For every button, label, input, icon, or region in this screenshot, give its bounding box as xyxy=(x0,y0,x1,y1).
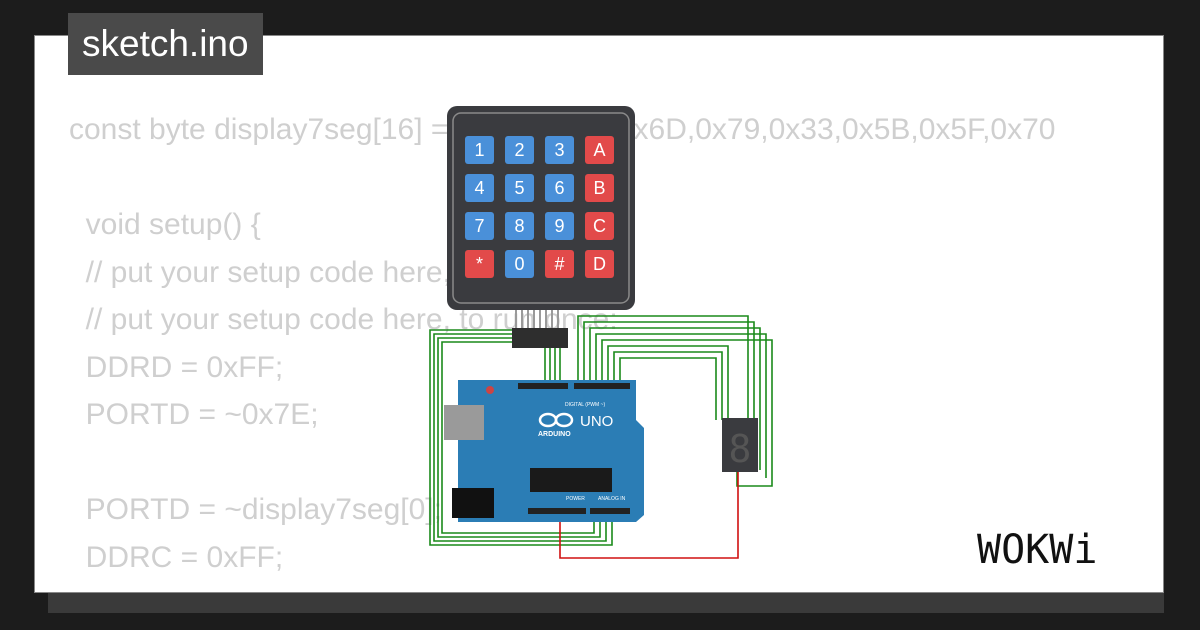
keypad-key-label: D xyxy=(593,254,606,274)
power-wire xyxy=(559,470,739,559)
usb-port xyxy=(444,405,484,440)
keypad-key-label: 0 xyxy=(514,254,524,274)
keypad-key[interactable]: 8 xyxy=(505,212,534,240)
code-line: void setup() { xyxy=(69,208,261,241)
power-jack xyxy=(452,488,494,518)
filename-tab[interactable]: sketch.ino xyxy=(68,13,263,75)
keypad-key[interactable]: D xyxy=(585,250,614,278)
keypad-key[interactable]: 4 xyxy=(465,174,494,202)
keypad-key[interactable]: A xyxy=(585,136,614,164)
keypad-key[interactable]: 1 xyxy=(465,136,494,164)
keypad-key[interactable]: 7 xyxy=(465,212,494,240)
keypad: 1 2 3 A 4 5 6 B 7 8 9 C * 0 # D xyxy=(447,106,635,348)
code-line: PORTD = ~display7seg[0]; xyxy=(69,493,442,526)
display-wires xyxy=(577,315,773,487)
seven-segment-digit: 8 xyxy=(729,427,752,471)
keypad-key[interactable]: 3 xyxy=(545,136,574,164)
uno-label: UNO xyxy=(580,413,613,430)
keypad-key-label: 5 xyxy=(514,178,524,198)
arduino-label: ARDUINO xyxy=(538,431,571,438)
card-shadow xyxy=(48,593,1164,613)
keypad-key-label: C xyxy=(593,216,606,236)
keypad-key[interactable]: C xyxy=(585,212,614,240)
keypad-key-label: 8 xyxy=(514,216,524,236)
code-line: DDRC = 0xFF; xyxy=(69,540,284,574)
keypad-key-label: 6 xyxy=(554,178,564,198)
keypad-key[interactable]: 0 xyxy=(505,250,534,278)
keypad-key[interactable]: B xyxy=(585,174,614,202)
keypad-key-label: * xyxy=(476,254,483,274)
keypad-key[interactable]: 5 xyxy=(505,174,534,202)
keypad-key-label: B xyxy=(593,178,605,198)
atmega-chip xyxy=(530,468,612,492)
analog-label: ANALOG IN xyxy=(598,496,626,502)
wokwi-logo: WOKWi xyxy=(977,527,1097,573)
power-label: POWER xyxy=(566,496,585,502)
code-line: DDRD = 0xFF; xyxy=(69,350,284,384)
keypad-key-label: # xyxy=(554,254,564,274)
keypad-key-label: 9 xyxy=(554,216,564,236)
keypad-key-label: A xyxy=(593,140,605,160)
keypad-key[interactable]: 9 xyxy=(545,212,574,240)
code-line: PORTC = 0b11110111; xyxy=(69,581,1055,592)
keypad-key[interactable]: # xyxy=(545,250,574,278)
wokwi-logo-text: WOKWi xyxy=(977,527,1097,573)
reset-button[interactable] xyxy=(486,386,494,394)
digital-label: DIGITAL (PWM ~) xyxy=(565,402,605,408)
keypad-key-label: 4 xyxy=(474,178,484,198)
seven-segment-display: 8 xyxy=(722,418,758,472)
keypad-key-label: 3 xyxy=(554,140,564,160)
keypad-key-label: 7 xyxy=(474,216,484,236)
code-line: PORTD = ~0x7E; xyxy=(69,398,319,431)
code-line: // put your setup code here, to run once… xyxy=(69,303,618,336)
keypad-key[interactable]: 6 xyxy=(545,174,574,202)
keypad-key-label: 2 xyxy=(514,140,524,160)
keypad-key-label: 1 xyxy=(474,140,484,160)
arduino-uno: UNO ARDUINO DIGITAL (PWM ~) POWER ANALOG… xyxy=(444,380,644,522)
keypad-key[interactable]: 2 xyxy=(505,136,534,164)
code-editor: const byte display7seg[16] = {0x7E,0x30,… xyxy=(69,106,1055,592)
keypad-key[interactable]: * xyxy=(465,250,494,278)
